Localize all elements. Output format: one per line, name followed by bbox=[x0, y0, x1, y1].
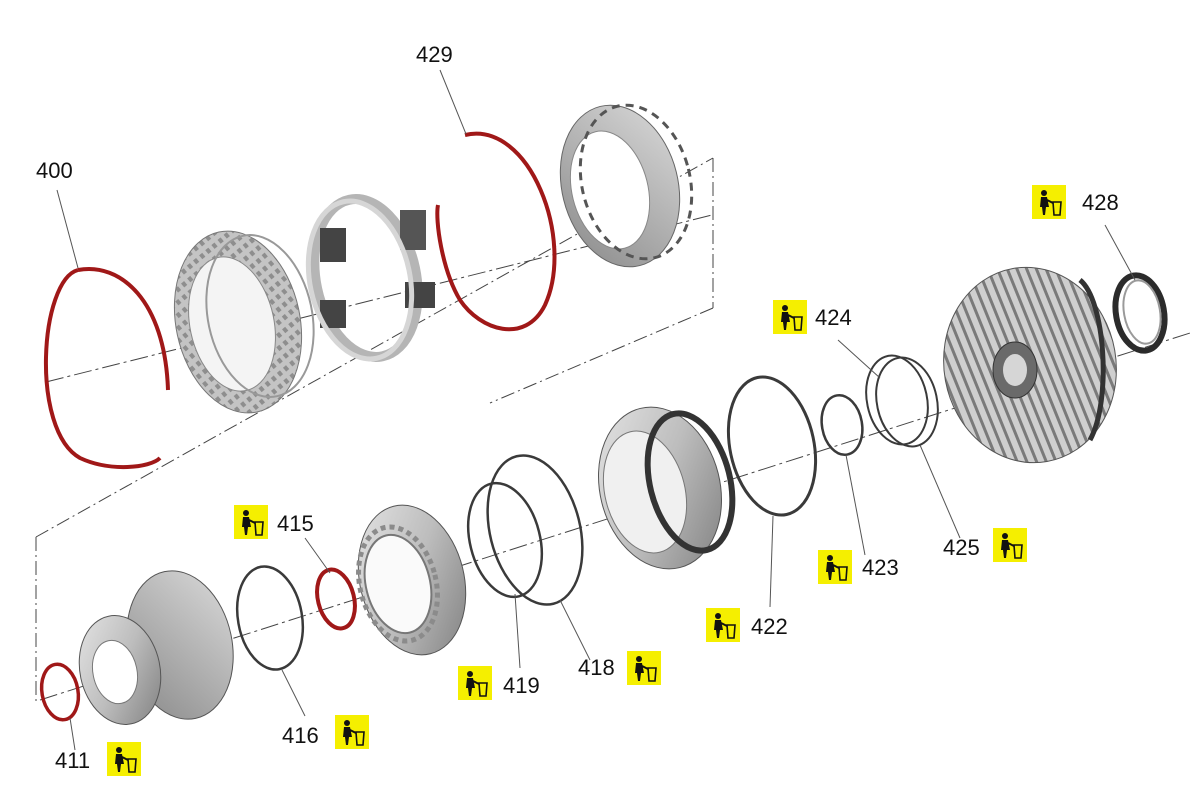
callout-428: 428 bbox=[1082, 190, 1119, 215]
part-spring-plate-assembly bbox=[78, 570, 234, 725]
part-clutch-plate-stack bbox=[559, 103, 694, 268]
part-418-419-rings bbox=[467, 454, 584, 606]
dispose-in-bin-icon bbox=[343, 720, 365, 746]
dispose-in-bin-icon bbox=[242, 510, 264, 536]
callout-419: 419 bbox=[503, 673, 540, 698]
part-clutch-drum bbox=[943, 266, 1117, 464]
part-416-ring bbox=[235, 565, 305, 671]
disposal-badge-422 bbox=[706, 608, 740, 642]
part-piston bbox=[356, 504, 467, 656]
part-disc-pack-upper-left bbox=[173, 230, 315, 414]
disposal-badge-419 bbox=[458, 666, 492, 700]
part-415-snap-ring bbox=[315, 567, 357, 631]
assembly-frame bbox=[35, 157, 714, 703]
disposal-badge-423 bbox=[818, 550, 852, 584]
part-piston-housing bbox=[597, 406, 736, 570]
disposal-badge-411 bbox=[107, 742, 141, 776]
part-423-ring bbox=[820, 394, 864, 456]
callout-422: 422 bbox=[751, 614, 788, 639]
callout-425: 425 bbox=[943, 535, 980, 560]
callout-418: 418 bbox=[578, 655, 615, 680]
dispose-in-bin-icon bbox=[826, 555, 848, 581]
disposal-badge-416 bbox=[335, 715, 369, 749]
callout-400: 400 bbox=[36, 158, 73, 183]
dispose-in-bin-icon bbox=[1001, 533, 1023, 559]
disposal-badge-425 bbox=[993, 528, 1027, 562]
dispose-in-bin-icon bbox=[714, 613, 736, 639]
leader-lines bbox=[56, 69, 1136, 751]
disposal-badge-415 bbox=[234, 505, 268, 539]
part-424-425-rings bbox=[865, 354, 939, 448]
part-428-ring bbox=[1112, 272, 1168, 354]
disposal-badge-428 bbox=[1032, 185, 1066, 219]
dispose-in-bin-icon bbox=[466, 671, 488, 697]
callout-411: 411 bbox=[55, 748, 91, 773]
part-429-snap-ring bbox=[435, 131, 557, 332]
dispose-in-bin-icon bbox=[635, 656, 657, 682]
disposal-badge-418 bbox=[627, 651, 661, 685]
part-411-snap-ring bbox=[39, 662, 81, 722]
callout-429: 429 bbox=[416, 42, 453, 67]
callout-415: 415 bbox=[277, 511, 314, 536]
dispose-in-bin-icon bbox=[1040, 190, 1062, 216]
callout-416: 416 bbox=[282, 723, 319, 748]
callout-424: 424 bbox=[815, 305, 852, 330]
disposal-badge-424 bbox=[773, 300, 807, 334]
part-422-ring bbox=[726, 375, 818, 517]
dispose-in-bin-icon bbox=[115, 747, 137, 773]
dispose-in-bin-icon bbox=[781, 305, 803, 331]
part-cage-ring bbox=[305, 194, 435, 362]
callout-423: 423 bbox=[862, 555, 899, 580]
part-400-snap-ring bbox=[44, 266, 170, 469]
